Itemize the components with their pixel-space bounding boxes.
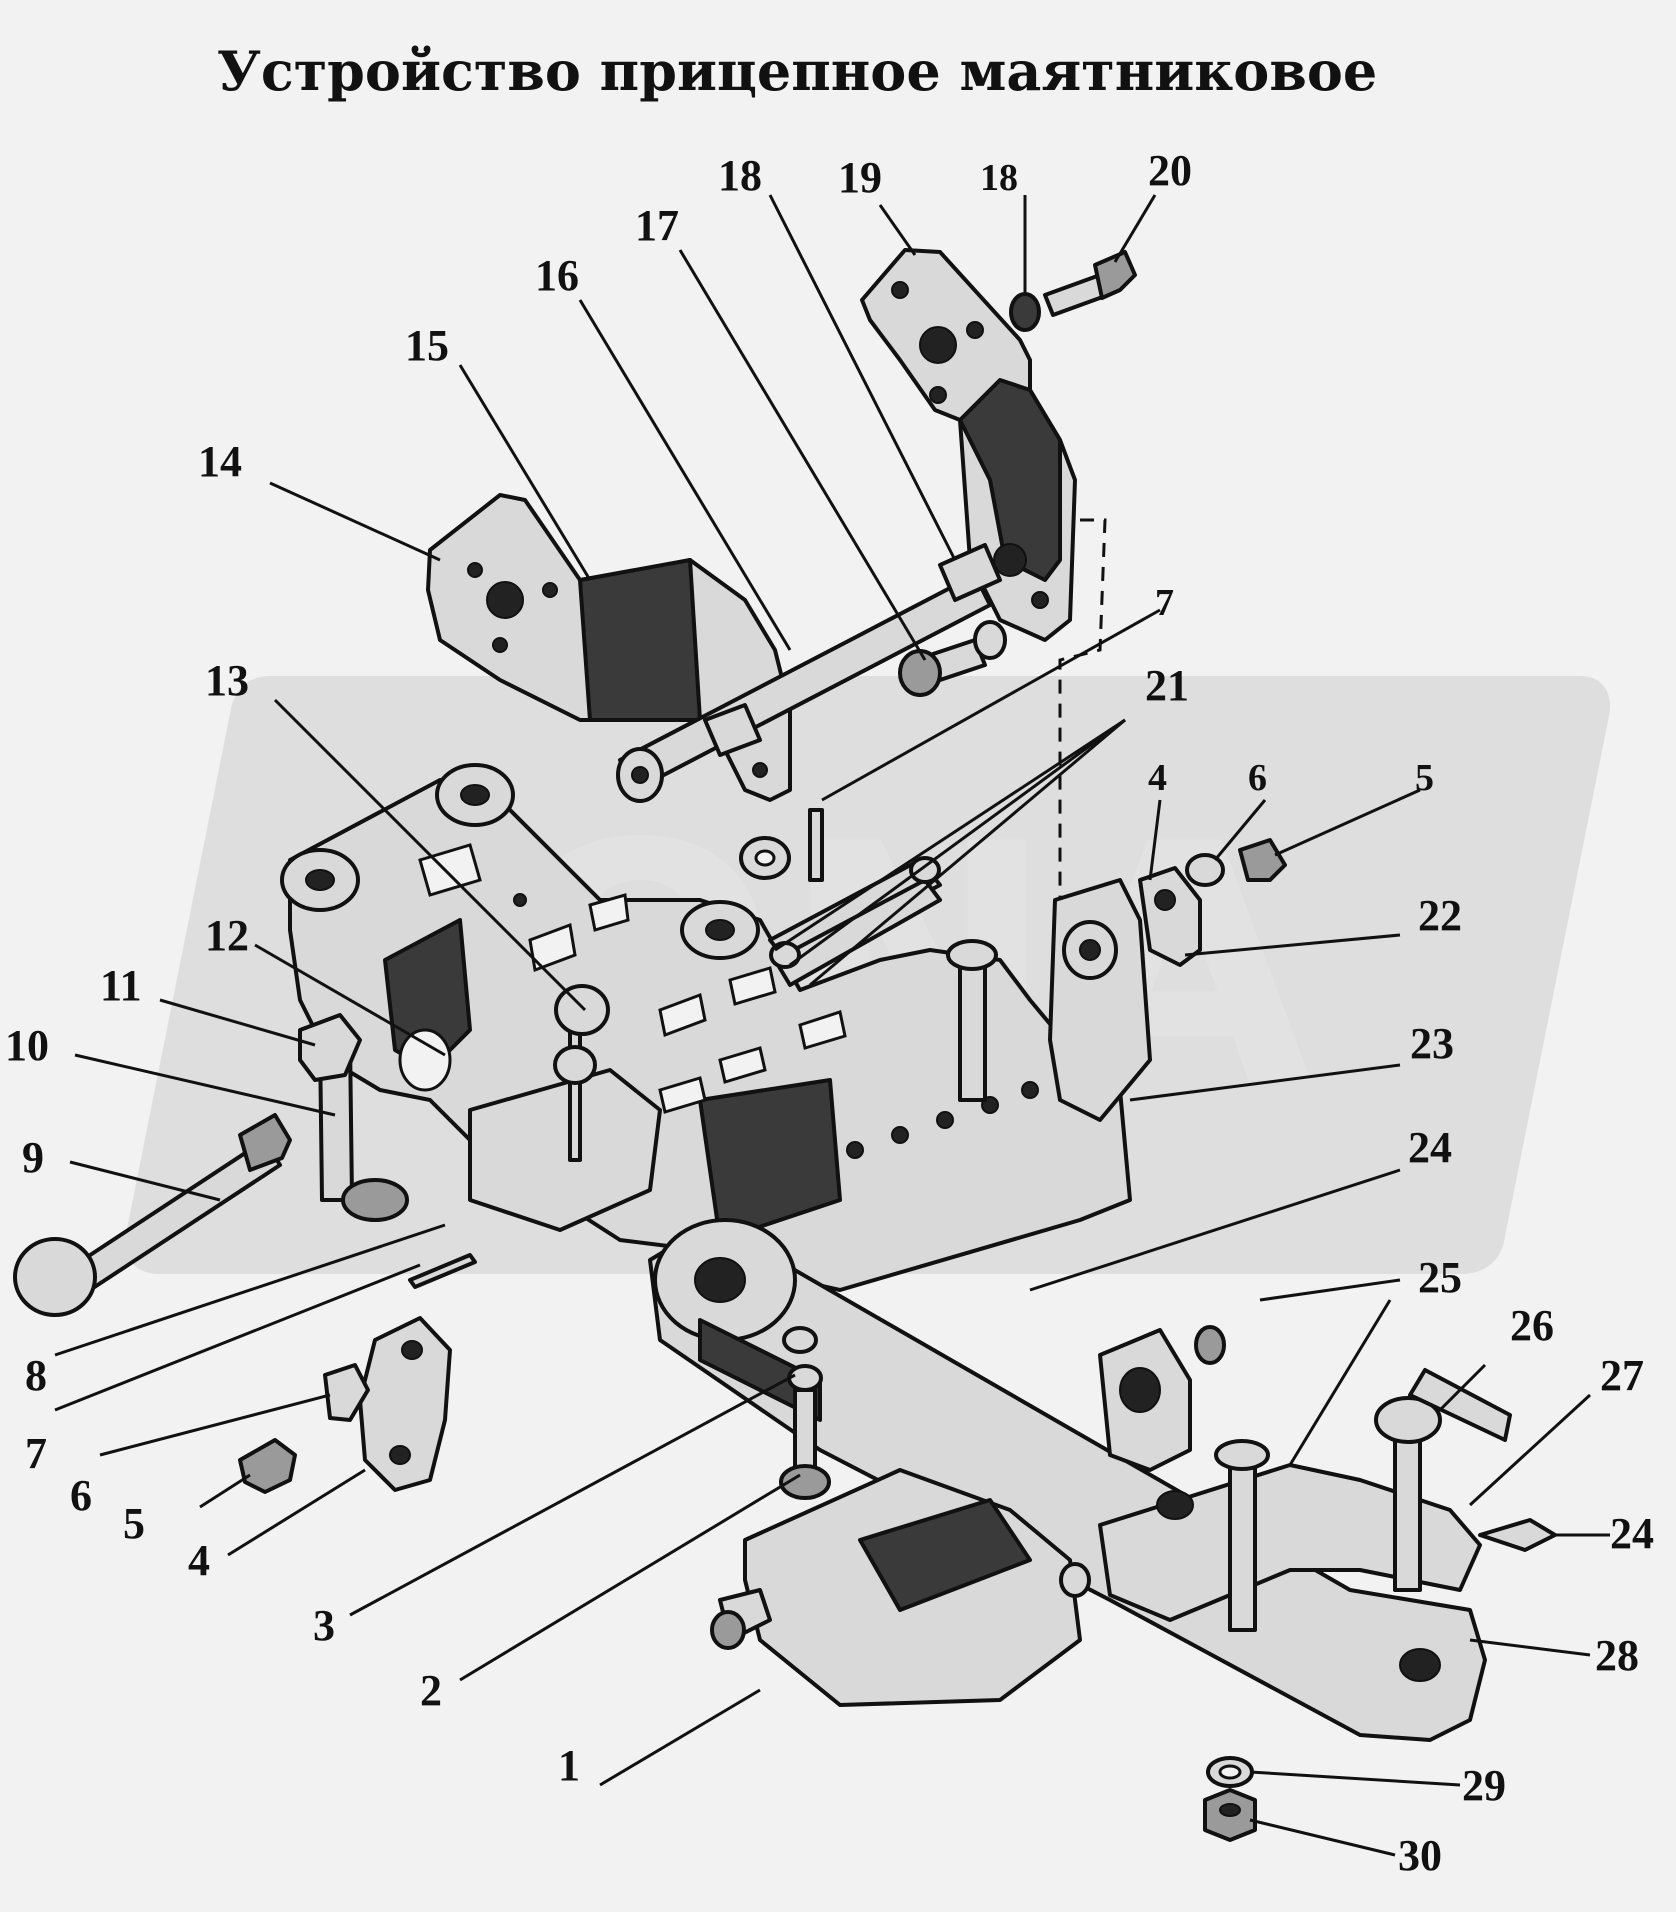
part-22-bracket	[1048, 878, 1152, 1122]
callout-26: 26	[1510, 1301, 1554, 1350]
callout-17: 17	[635, 201, 679, 250]
part-2-bolt	[779, 1326, 831, 1500]
callout-7: 7	[25, 1429, 47, 1478]
nut-part-30	[1203, 1788, 1257, 1842]
callout-16: 16	[535, 251, 579, 300]
washer-part-18	[1009, 292, 1041, 332]
callout-28: 28	[1595, 1631, 1639, 1680]
callout-numbers: 1 2 3 4 5 6 7 8 9 10 11 12 13 14 15 16 1…	[5, 146, 1654, 1880]
clip-part-11	[298, 1013, 362, 1082]
part-19-bracket	[860, 248, 1077, 642]
callout-4-upper: 4	[1148, 757, 1167, 799]
lower-left-fasteners	[238, 1316, 452, 1494]
callout-20: 20	[1148, 146, 1192, 195]
callout-6-upper: 6	[1248, 757, 1267, 799]
part-28-drawbar	[648, 1218, 1487, 1742]
callout-2: 2	[420, 1666, 442, 1715]
callout-29: 29	[1462, 1761, 1506, 1810]
callout-4: 4	[188, 1536, 210, 1585]
cotter-pin-7	[408, 1253, 477, 1289]
dash-line-upper	[1058, 518, 1107, 920]
callout-5: 5	[123, 1499, 145, 1548]
part-20-bolt	[1043, 250, 1137, 317]
callout-21: 21	[1145, 661, 1189, 710]
callout-6: 6	[70, 1471, 92, 1520]
part-17-bolt	[898, 620, 1007, 697]
callout-30: 30	[1398, 1831, 1442, 1880]
callout-1: 1	[558, 1741, 580, 1790]
callout-22: 22	[1418, 891, 1462, 940]
part-16-shaft	[616, 543, 1002, 803]
left-bracket	[318, 984, 662, 1232]
pin-part-23	[946, 939, 998, 1102]
callout-10: 10	[5, 1021, 49, 1070]
drawbar-bracket	[1098, 1325, 1226, 1472]
callout-24-lower: 24	[1610, 1509, 1654, 1558]
part-9-bolt	[13, 1113, 292, 1317]
callout-18-right: 18	[980, 157, 1018, 199]
part-1-housing	[710, 1468, 1091, 1707]
callout-13: 13	[205, 656, 249, 705]
callout-27: 27	[1600, 1351, 1644, 1400]
callout-5-upper: 5	[1415, 757, 1434, 799]
callout-7-upper: 7	[1155, 582, 1174, 624]
callout-8: 8	[25, 1351, 47, 1400]
callout-11: 11	[100, 961, 142, 1010]
diagram-title: Устройство прицепное маятниковое	[217, 39, 1377, 103]
callout-24-upper: 24	[1408, 1123, 1452, 1172]
callout-19: 19	[838, 153, 882, 202]
pin-part-7	[808, 808, 824, 882]
leader-lines	[54, 194, 1610, 1857]
callout-18-left: 18	[718, 151, 762, 200]
callout-12: 12	[205, 911, 249, 960]
callout-25: 25	[1418, 1253, 1462, 1302]
callout-9: 9	[22, 1133, 44, 1182]
callout-3: 3	[313, 1601, 335, 1650]
callout-14: 14	[198, 437, 242, 486]
part-27-clevis	[1098, 1368, 1557, 1632]
upper-right-fasteners	[1138, 838, 1287, 967]
callout-23: 23	[1410, 1019, 1454, 1068]
callout-15: 15	[405, 321, 449, 370]
